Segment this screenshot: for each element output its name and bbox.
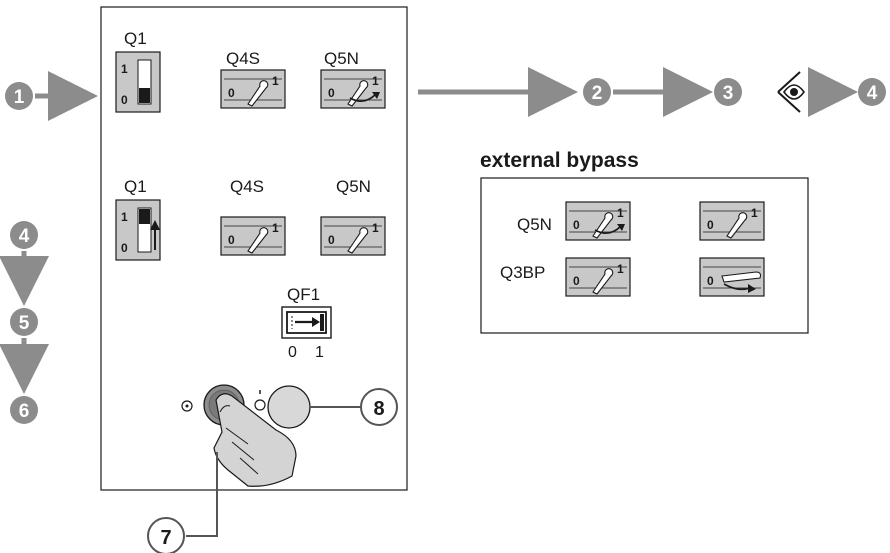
svg-text:0: 0 — [228, 233, 235, 247]
svg-text:4: 4 — [19, 226, 30, 247]
q1-label-row1: Q1 — [124, 29, 147, 48]
q4s-label-row2: Q4S — [230, 177, 264, 196]
on-symbol-icon — [254, 390, 266, 411]
svg-text:0: 0 — [707, 218, 714, 232]
qf1-pos1: 1 — [315, 344, 324, 361]
svg-text:1: 1 — [751, 206, 758, 220]
svg-text:0: 0 — [228, 86, 235, 100]
svg-text:4: 4 — [867, 83, 878, 104]
q5n-label-row1: Q5N — [324, 49, 359, 68]
q5n-label-row2: Q5N — [336, 177, 371, 196]
svg-text:0: 0 — [573, 274, 580, 288]
q5n-switch-row1[interactable]: 0 1 — [320, 69, 386, 109]
svg-text:1: 1 — [14, 87, 25, 108]
svg-text:0: 0 — [707, 274, 714, 288]
pointing-hand-icon — [213, 393, 297, 487]
qf1-breaker[interactable] — [281, 306, 332, 339]
step-2: 2 — [583, 78, 611, 106]
svg-text:6: 6 — [19, 401, 30, 422]
svg-text:1: 1 — [272, 221, 279, 235]
bypass-panel — [480, 177, 809, 334]
svg-text:3: 3 — [723, 83, 734, 104]
step-6: 6 — [10, 396, 38, 424]
q4s-switch-row2[interactable]: 0 1 — [220, 216, 286, 256]
svg-text:1: 1 — [272, 74, 279, 88]
bypass-title: external bypass — [480, 149, 639, 172]
svg-text:1: 1 — [372, 221, 379, 235]
svg-text:1: 1 — [372, 74, 379, 88]
bypass-q5n-switch-before[interactable]: 0 1 — [565, 201, 631, 241]
step-3: 3 — [714, 78, 742, 106]
svg-text:5: 5 — [19, 313, 30, 334]
bypass-q3bp-label: Q3BP — [500, 263, 545, 282]
svg-text:0: 0 — [121, 241, 128, 255]
svg-text:8: 8 — [373, 398, 384, 420]
svg-text:2: 2 — [592, 83, 603, 104]
callout-8: 8 — [360, 388, 398, 426]
q4s-switch-row1[interactable]: 0 1 — [220, 69, 286, 109]
bypass-q5n-switch-after[interactable]: 0 1 — [699, 201, 765, 241]
step-4-top: 4 — [858, 78, 886, 106]
q4s-label-row1: Q4S — [226, 49, 260, 68]
bypass-q5n-label: Q5N — [517, 215, 552, 234]
q1-label-row2: Q1 — [124, 177, 147, 196]
qf1-pos0: 0 — [288, 344, 297, 361]
svg-text:0: 0 — [573, 218, 580, 232]
eye-icon — [777, 71, 805, 113]
callout-7: 7 — [147, 517, 185, 553]
svg-text:1: 1 — [121, 210, 128, 224]
svg-text:0: 0 — [121, 93, 128, 107]
qf1-label: QF1 — [287, 285, 320, 304]
svg-text:1: 1 — [121, 62, 128, 76]
start-button[interactable] — [267, 385, 311, 429]
step-4-left: 4 — [10, 221, 38, 249]
bypass-q3bp-switch-before[interactable]: 0 1 — [565, 257, 631, 297]
svg-text:0: 0 — [328, 86, 335, 100]
svg-text:1: 1 — [617, 206, 624, 220]
q5n-switch-row2[interactable]: 0 1 — [320, 216, 386, 256]
off-symbol-icon — [181, 400, 193, 412]
step-1: 1 — [5, 82, 33, 110]
step-5: 5 — [10, 308, 38, 336]
q1-switch-off[interactable]: 1 0 — [115, 51, 161, 113]
svg-text:7: 7 — [160, 527, 171, 549]
q1-switch-on[interactable]: 1 0 — [115, 199, 161, 261]
svg-text:0: 0 — [328, 233, 335, 247]
bypass-q3bp-switch-after[interactable]: 0 — [699, 257, 765, 297]
svg-text:1: 1 — [617, 262, 624, 276]
